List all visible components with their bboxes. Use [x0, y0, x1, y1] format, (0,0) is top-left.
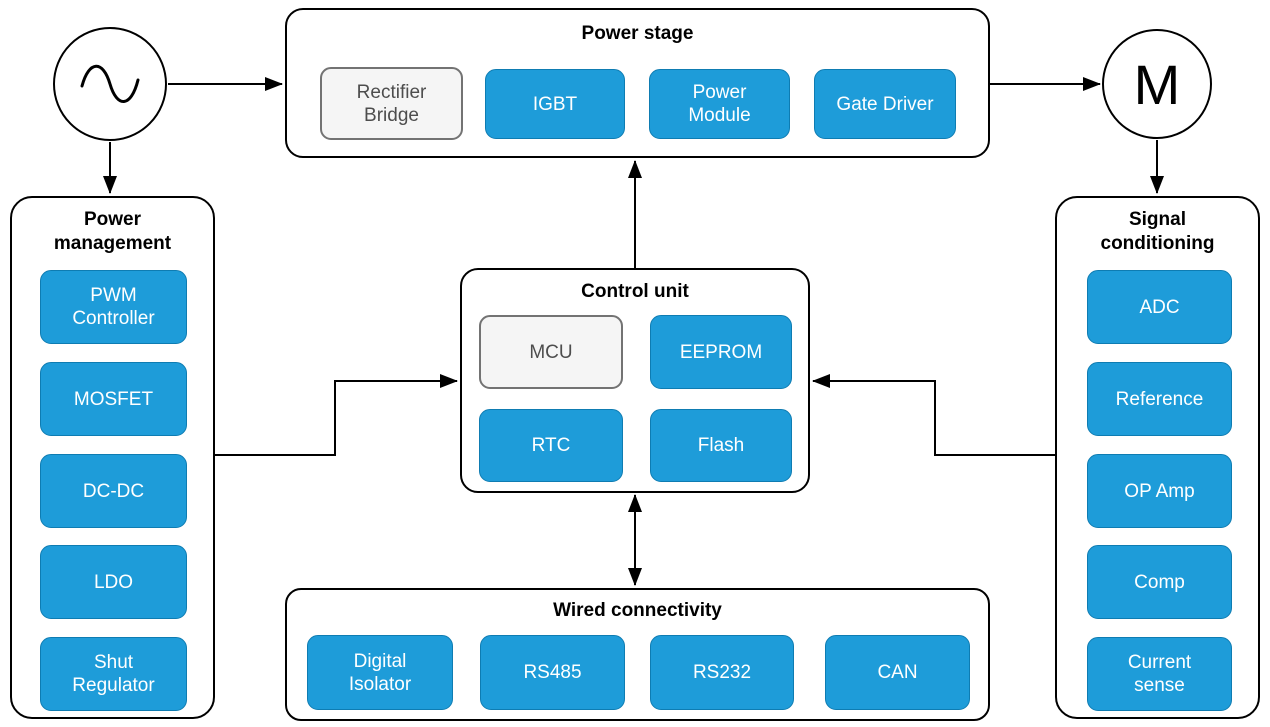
- group-signal-conditioning: Signal conditioning ADC Reference OP Amp…: [1055, 196, 1260, 719]
- sine-wave-icon: [80, 64, 140, 103]
- power-stage-title: Power stage: [581, 23, 694, 44]
- group-control-unit: Control unit MCU EEPROM RTC Flash: [460, 268, 810, 493]
- block-comp: Comp: [1087, 545, 1232, 619]
- block-power-module: Power Module: [649, 69, 790, 139]
- block-rtc: RTC: [479, 409, 623, 482]
- block-flash: Flash: [650, 409, 792, 482]
- block-mcu: MCU: [479, 315, 623, 389]
- block-digital-isolator: Digital Isolator: [307, 635, 453, 710]
- block-can: CAN: [825, 635, 970, 710]
- block-dc-dc: DC-DC: [40, 454, 187, 528]
- block-igbt: IGBT: [485, 69, 625, 139]
- block-current-sense: Current sense: [1087, 637, 1232, 711]
- arrow-signal-conditioning-to-control-unit: [812, 374, 1055, 456]
- group-wired-connectivity: Wired connectivity Digital Isolator RS48…: [285, 588, 990, 721]
- block-eeprom: EEPROM: [650, 315, 792, 389]
- control-unit-title: Control unit: [581, 281, 689, 302]
- ac-source-node: [53, 27, 167, 141]
- motor-label: M: [1133, 52, 1181, 116]
- arrow-power-management-to-control-unit: [215, 374, 458, 456]
- block-pwm-controller: PWM Controller: [40, 270, 187, 344]
- block-reference: Reference: [1087, 362, 1232, 436]
- power-management-title: Power management: [53, 209, 172, 254]
- block-shut-regulator: Shut Regulator: [40, 637, 187, 711]
- signal-conditioning-title: Signal conditioning: [1100, 209, 1215, 254]
- block-rs232: RS232: [650, 635, 794, 710]
- block-op-amp: OP Amp: [1087, 454, 1232, 528]
- motor-node: M: [1102, 29, 1212, 139]
- block-rectifier-bridge: Rectifier Bridge: [320, 67, 463, 140]
- wired-connectivity-title: Wired connectivity: [553, 600, 722, 621]
- block-adc: ADC: [1087, 270, 1232, 344]
- block-mosfet: MOSFET: [40, 362, 187, 436]
- block-rs485: RS485: [480, 635, 625, 710]
- block-ldo: LDO: [40, 545, 187, 619]
- group-power-management: Power management PWM Controller MOSFET D…: [10, 196, 215, 719]
- block-gate-driver: Gate Driver: [814, 69, 956, 139]
- group-power-stage: Power stage Rectifier Bridge IGBT Power …: [285, 8, 990, 158]
